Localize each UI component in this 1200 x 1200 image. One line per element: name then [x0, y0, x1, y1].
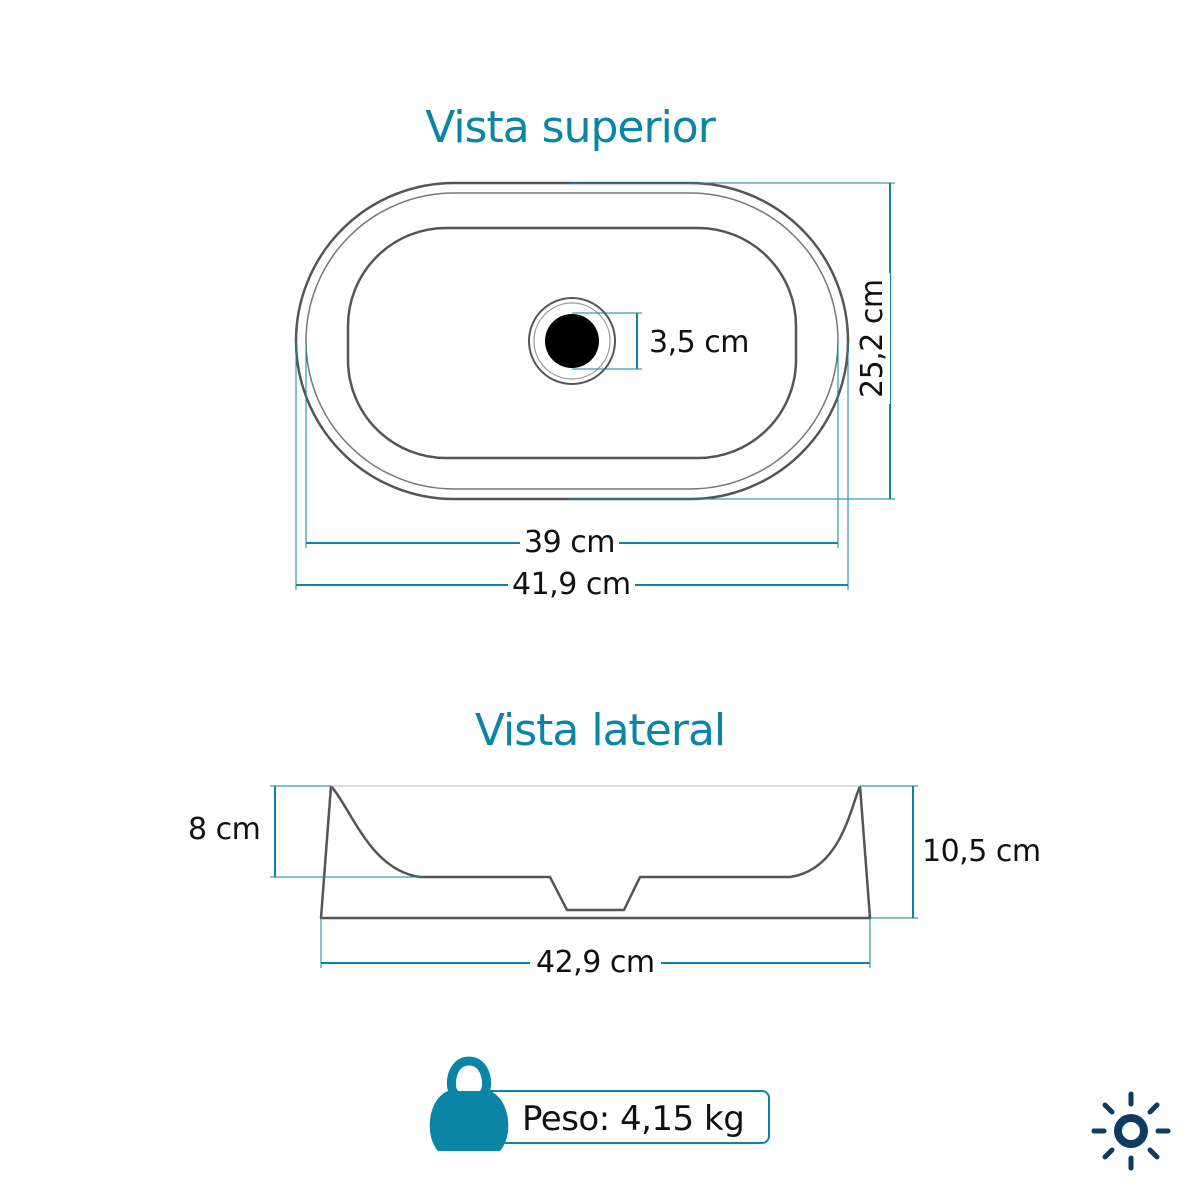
- basin-bowl: [346, 226, 798, 460]
- outer-width-label: 41,9 cm: [508, 568, 635, 602]
- weight-icon: [429, 1056, 509, 1151]
- top-view-dimensions: [295, 182, 895, 590]
- drain-ring-inner: [533, 302, 611, 380]
- weight-badge: Peso: 4,15 kg: [478, 1090, 770, 1144]
- sun-icon: [1091, 1091, 1171, 1171]
- drain-diameter-label: 3,5 cm: [649, 325, 749, 360]
- drain-ring: [528, 297, 616, 385]
- side-bowl-profile: [330, 785, 862, 912]
- outer-height-label: 10,5 cm: [922, 834, 1041, 869]
- top-depth-label: 25,2 cm: [855, 273, 890, 404]
- side-width-label: 42,9 cm: [530, 946, 661, 980]
- weight-label: Peso: 4,15 kg: [522, 1099, 745, 1139]
- side-view-drawing: [319, 785, 872, 920]
- drain-hole: [545, 314, 599, 368]
- side-outer-profile: [319, 785, 872, 920]
- inner-width-label: 39 cm: [520, 526, 619, 560]
- side-view-dimensions: [270, 785, 918, 968]
- inner-height-label: 8 cm: [188, 812, 261, 847]
- top-view-drawing: [294, 181, 850, 501]
- top-view-title: Vista superior: [425, 102, 716, 153]
- side-view-title: Vista lateral: [474, 705, 726, 756]
